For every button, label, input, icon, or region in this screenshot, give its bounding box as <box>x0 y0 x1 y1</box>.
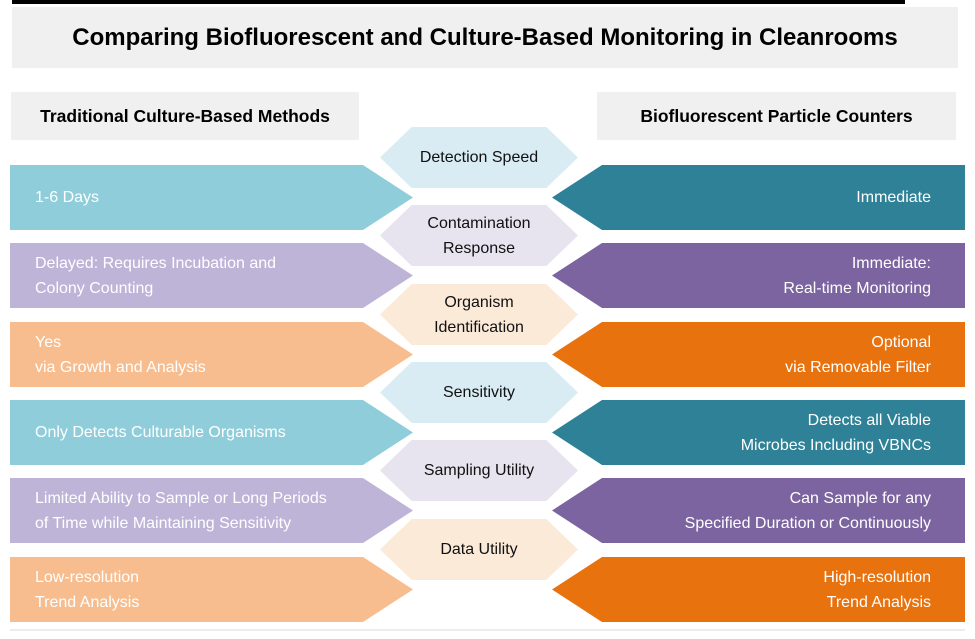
left-arrow-sampling-utility: Limited Ability to Sample or Long Period… <box>10 478 413 543</box>
category-label-sampling-utility: Sampling Utility <box>380 440 578 501</box>
left-arrow-data-utility: Low-resolution Trend Analysis <box>10 557 413 622</box>
right-arrow-sampling-utility: Can Sample for any Specified Duration or… <box>552 478 965 543</box>
category-hexagon-organism-identification: Organism Identification <box>378 282 580 347</box>
right-arrow-contamination-response: Immediate: Real-time Monitoring <box>552 243 965 308</box>
category-hexagon-sampling-utility: Sampling Utility <box>378 438 580 503</box>
top-border-rule <box>12 0 905 4</box>
left-arrow-sensitivity: Only Detects Culturable Organisms <box>10 400 413 465</box>
category-hexagon-sensitivity: Sensitivity <box>378 360 580 425</box>
category-hexagon-contamination-response: Contamination Response <box>378 203 580 268</box>
right-arrow-data-utility: High-resolution Trend Analysis <box>552 557 965 622</box>
category-hexagon-detection-speed: Detection Speed <box>378 125 580 190</box>
category-label-sensitivity: Sensitivity <box>380 362 578 423</box>
bottom-border-rule <box>10 629 965 631</box>
category-label-detection-speed: Detection Speed <box>380 127 578 188</box>
left-arrow-organism-identification: Yes via Growth and Analysis <box>10 322 413 387</box>
left-arrow-detection-speed: 1-6 Days <box>10 165 413 230</box>
right-arrow-sensitivity: Detects all Viable Microbes Including VB… <box>552 400 965 465</box>
left-arrow-contamination-response: Delayed: Requires Incubation and Colony … <box>10 243 413 308</box>
category-label-contamination-response: Contamination Response <box>380 205 578 266</box>
category-label-data-utility: Data Utility <box>380 519 578 580</box>
column-header-biofluorescent: Biofluorescent Particle Counters <box>597 92 956 140</box>
page-title: Comparing Biofluorescent and Culture-Bas… <box>12 7 958 68</box>
category-label-organism-identification: Organism Identification <box>380 284 578 345</box>
right-arrow-detection-speed: Immediate <box>552 165 965 230</box>
column-header-traditional: Traditional Culture-Based Methods <box>11 92 359 140</box>
right-arrow-organism-identification: Optional via Removable Filter <box>552 322 965 387</box>
category-hexagon-data-utility: Data Utility <box>378 517 580 582</box>
